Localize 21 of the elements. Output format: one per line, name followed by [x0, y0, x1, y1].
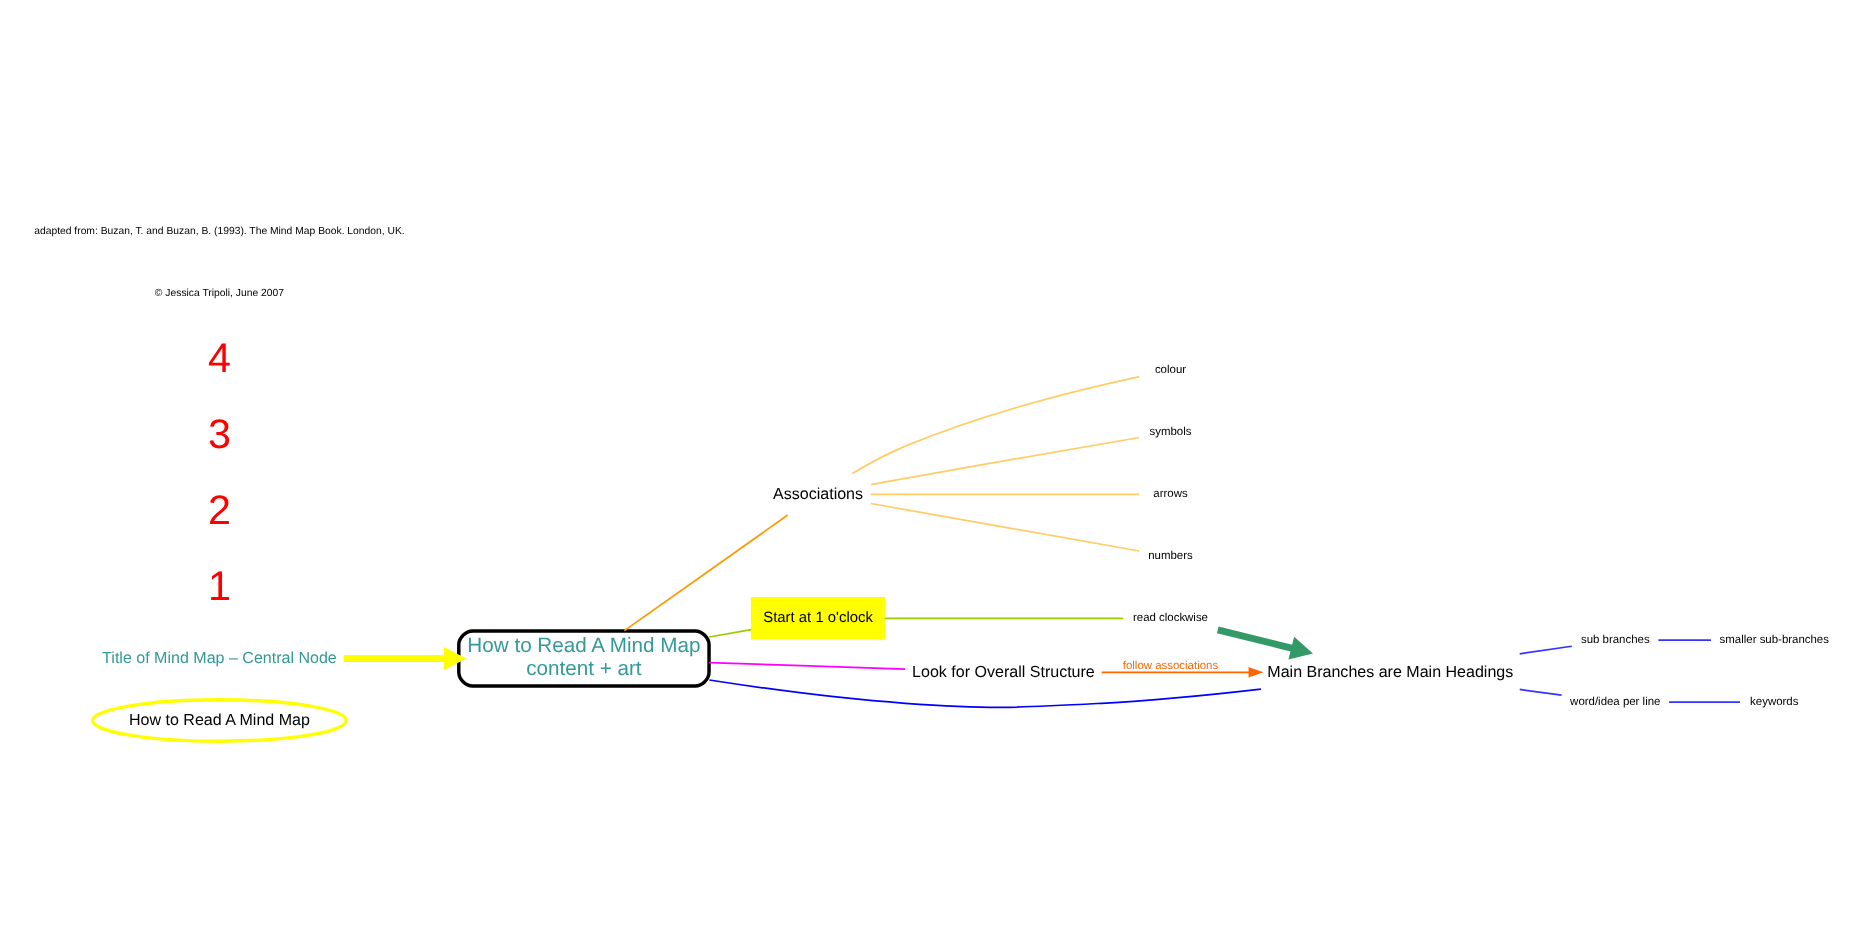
connector [882, 617, 1124, 620]
connector [622, 514, 788, 632]
arrow [1099, 667, 1263, 678]
label: 2 [206, 487, 230, 534]
connector [869, 502, 1140, 552]
connector [1667, 701, 1740, 703]
node-box: How to Read A Mind Map content + art [456, 629, 710, 688]
arrow [1215, 626, 1312, 660]
connector [707, 661, 906, 670]
label: 3 [206, 412, 230, 459]
label: 4 [206, 336, 230, 383]
connector [707, 679, 1261, 709]
connector [1517, 645, 1572, 655]
connector [707, 628, 752, 638]
label: 1 [206, 563, 230, 610]
connector [1517, 688, 1562, 696]
connector [850, 375, 1140, 475]
connector [869, 493, 1140, 496]
connector [1656, 639, 1711, 641]
connector [869, 436, 1140, 486]
arrow [342, 646, 466, 671]
